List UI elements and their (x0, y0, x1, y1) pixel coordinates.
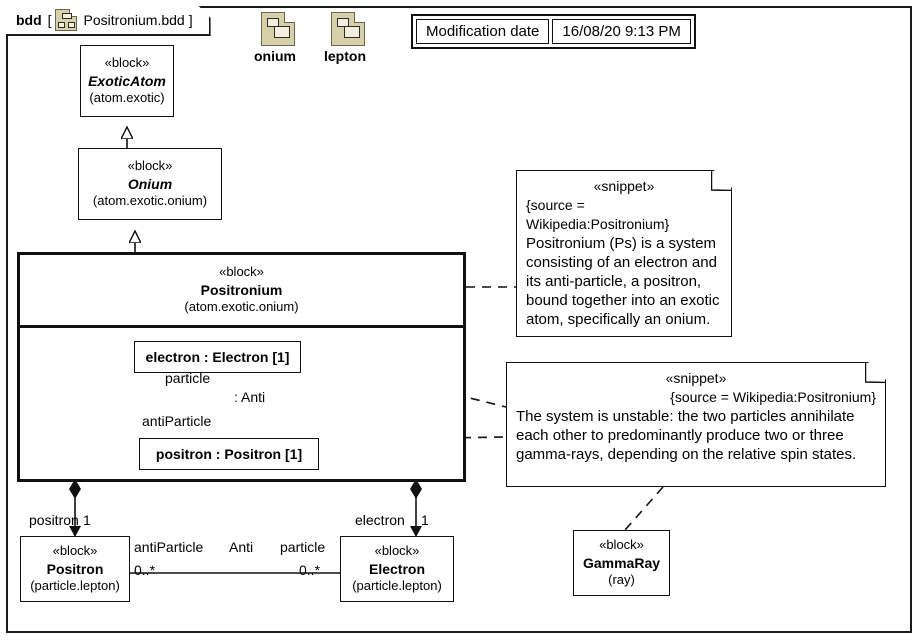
note-source: {source = Wikipedia:Positronium} (526, 196, 670, 232)
block-name: GammaRay (582, 554, 661, 571)
block-stereotype: «block» (104, 55, 150, 71)
note-fold-line (865, 362, 886, 383)
note-stereotype: «snippet» (665, 370, 727, 386)
block-package: (atom.exotic.onium) (92, 192, 208, 208)
block-package: (ray) (608, 571, 635, 587)
block-positronium-parts-compartment: electron : Electron [1] positron : Posit… (20, 328, 463, 479)
block-electron[interactable]: «block» Electron (particle.lepton) (340, 536, 454, 602)
block-positronium[interactable]: «block» Positronium (atom.exotic.onium) … (17, 252, 466, 482)
note-dogear-icon (713, 169, 733, 189)
block-package: (particle.lepton) (30, 577, 120, 593)
internal-association-type: : Anti (234, 389, 266, 405)
block-name: Electron (368, 560, 425, 577)
block-package: (particle.lepton) (352, 577, 442, 593)
composition-multiplicity-electron: 1 (421, 512, 429, 528)
composition-role-electron: electron (355, 512, 405, 528)
bottom-association-role-right: particle (280, 539, 326, 555)
block-stereotype: «block» (374, 543, 420, 559)
bdd-diagram-icon (55, 9, 77, 31)
composition-multiplicity-positron: 1 (83, 512, 91, 528)
bottom-association-role-left: antiParticle (134, 539, 204, 555)
block-positronium-header: «block» Positronium (atom.exotic.onium) (20, 255, 463, 328)
note-source: {source = Wikipedia:Positronium} (670, 388, 876, 405)
block-exotic-atom[interactable]: «block» ExoticAtom (atom.exotic) (80, 45, 174, 117)
part-electron[interactable]: electron : Electron [1] (134, 341, 301, 373)
block-stereotype: «block» (52, 543, 98, 559)
modification-date-value[interactable]: 16/08/20 9:13 PM (552, 19, 691, 44)
composition-role-positron: positron (29, 512, 79, 528)
package-label-lepton: lepton (324, 48, 366, 64)
package-icon-lepton[interactable] (331, 12, 365, 46)
internal-association-end-particle: particle (165, 370, 211, 386)
block-stereotype: «block» (127, 158, 173, 174)
bottom-association-multiplicity-right: 0..* (299, 562, 321, 578)
note-snippet-1[interactable]: «snippet» {source = Wikipedia:Positroniu… (516, 169, 733, 337)
note-text: The system is unstable: the two particle… (516, 407, 857, 464)
diagram-kind-label: bdd (16, 12, 42, 28)
note-stereotype: «snippet» (593, 178, 655, 194)
block-name: Positron (46, 560, 104, 577)
bracket-open: [ (47, 12, 52, 28)
block-stereotype: «block» (599, 537, 644, 553)
modification-date-label: Modification date (416, 19, 550, 44)
bottom-association-multiplicity-left: 0..* (134, 562, 156, 578)
note-snippet-2[interactable]: «snippet» {source = Wikipedia:Positroniu… (506, 361, 887, 487)
internal-association-end-antiparticle: antiParticle (142, 413, 212, 429)
package-icon-onium[interactable] (261, 12, 295, 46)
part-positron[interactable]: positron : Positron [1] (139, 438, 319, 470)
bracket-close: ] (188, 12, 193, 28)
block-name: Onium (127, 175, 173, 192)
package-label-onium: onium (254, 48, 296, 64)
block-name: Positronium (200, 281, 283, 298)
note-text: Positronium (Ps) is a system consisting … (526, 234, 720, 329)
block-onium[interactable]: «block» Onium (atom.exotic.onium) (78, 148, 222, 220)
note-fold-line (711, 170, 732, 191)
block-name: ExoticAtom (88, 72, 166, 89)
block-package: (atom.exotic) (89, 89, 165, 105)
block-stereotype: «block» (219, 264, 264, 280)
diagram-name-label: Positronium.bdd (83, 12, 185, 28)
bottom-association-name: Anti (229, 539, 254, 555)
block-positron[interactable]: «block» Positron (particle.lepton) (20, 536, 130, 602)
modification-date-table: Modification date 16/08/20 9:13 PM (411, 14, 696, 49)
note-dogear-icon (867, 361, 887, 381)
diagram-frame-header: bdd [ Positronium.bdd ] (6, 6, 211, 36)
block-gamma-ray[interactable]: «block» GammaRay (ray) (573, 530, 670, 596)
block-package: (atom.exotic.onium) (184, 298, 299, 314)
